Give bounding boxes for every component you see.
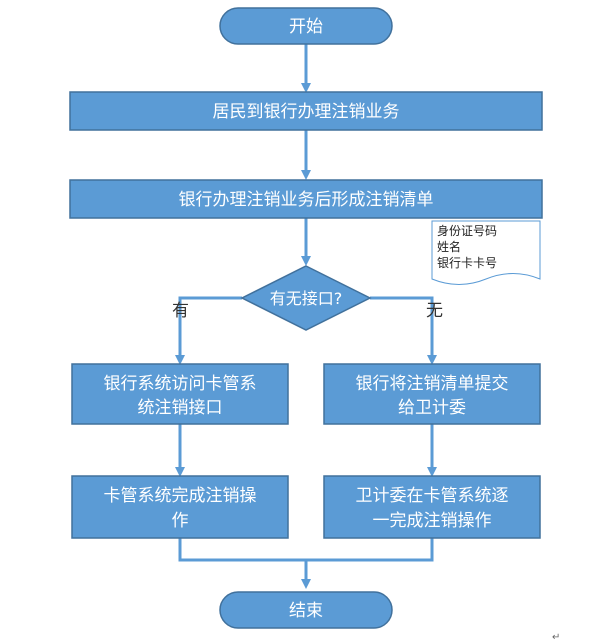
doc-line-card: 银行卡卡号 [437,256,497,270]
left2-line-1: 卡管系统完成注销操 [104,486,257,506]
connectors [175,44,437,589]
start-label: 开始 [289,17,323,37]
decision-node: 有无接口? [240,265,372,331]
decision-label: 有无接口? [270,289,343,308]
connector-decision-right1 [370,296,437,365]
process-left-2: 卡管系统完成注销操 作 [71,475,289,539]
connector-right2-merge [306,538,434,562]
end-label: 结束 [289,601,323,621]
left2-line-2: 作 [172,511,189,531]
process-left-1: 银行系统访问卡管系 统注销接口 [71,363,289,425]
edge-label-yes: 有 [172,301,189,321]
cancellation-list-document: 身份证号码 姓名 银行卡卡号 [431,220,541,285]
left1-line-2: 统注销接口 [138,398,223,418]
right1-line-2: 给卫计委 [398,398,466,418]
end-node: 结束 [219,591,393,629]
paragraph-mark: ↵ [552,632,560,643]
edge-label-no: 无 [426,301,443,321]
doc-line-id: 身份证号码 [437,223,497,238]
right2-line-1: 卫计委在卡管系统逐 [356,486,509,506]
step2-label: 银行办理注销业务后形成注销清单 [179,190,434,210]
left1-line-1: 银行系统访问卡管系 [104,374,257,394]
connector-decision-left1 [175,296,242,365]
process-right-1: 银行将注销清单提交 给卫计委 [323,363,541,425]
process-step-2: 银行办理注销业务后形成注销清单 [69,179,543,219]
step1-label: 居民到银行办理注销业务 [213,102,400,122]
connector-left2-merge [178,538,306,562]
start-node: 开始 [219,7,393,45]
right1-line-1: 银行将注销清单提交 [356,374,509,394]
doc-line-name: 姓名 [437,239,461,254]
process-right-2: 卫计委在卡管系统逐 一完成注销操作 [323,475,541,539]
right2-line-2: 一完成注销操作 [373,511,492,531]
process-step-1: 居民到银行办理注销业务 [69,91,543,131]
